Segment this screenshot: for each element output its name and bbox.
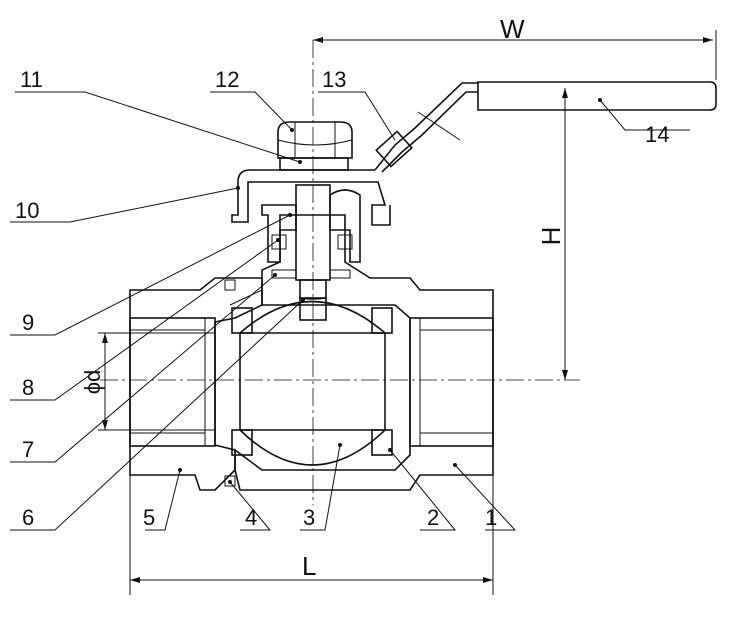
gland-part-9 [261, 204, 297, 263]
thrust-washer-part-7 [271, 269, 297, 279]
label-l: L [302, 551, 316, 581]
callout-3: 3 [303, 505, 315, 530]
end-cap-part-5 [129, 277, 263, 491]
lock-plate-part-10 [231, 169, 391, 226]
packing-part-8 [271, 234, 287, 250]
label-bore-d: ϕd [80, 370, 105, 395]
leader-dots [178, 98, 602, 484]
label-w: W [500, 14, 525, 44]
dimension-l [129, 470, 494, 595]
ball-part-3 [237, 300, 388, 466]
label-h: H [536, 227, 566, 246]
callout-6: 6 [22, 505, 34, 530]
callout-12: 12 [215, 67, 239, 92]
callout-5: 5 [143, 505, 155, 530]
gasket-part-4 [224, 279, 236, 291]
callout-7: 7 [22, 437, 34, 462]
gasket-part-4b [224, 475, 236, 487]
body-part-1 [229, 214, 494, 491]
callout-14: 14 [645, 122, 669, 147]
dimension-h [562, 88, 568, 380]
packing-part-8b [337, 234, 353, 250]
callout-11: 11 [20, 67, 43, 92]
washer-part-11 [279, 157, 349, 171]
handle-part-13 [374, 82, 478, 173]
handle-grip-part-14 [477, 81, 717, 111]
callout-13: 13 [322, 67, 346, 92]
callout-9: 9 [22, 310, 34, 335]
dimension-d [98, 332, 215, 431]
callout-2: 2 [427, 505, 439, 530]
dimension-w [313, 30, 717, 80]
seat-part-2 [231, 307, 393, 456]
callout-4: 4 [245, 505, 257, 530]
nut-part-12 [277, 121, 353, 159]
leader-lines [10, 91, 690, 531]
callout-10: 10 [15, 198, 39, 223]
callout-8: 8 [22, 375, 34, 400]
callout-1: 1 [485, 505, 497, 530]
